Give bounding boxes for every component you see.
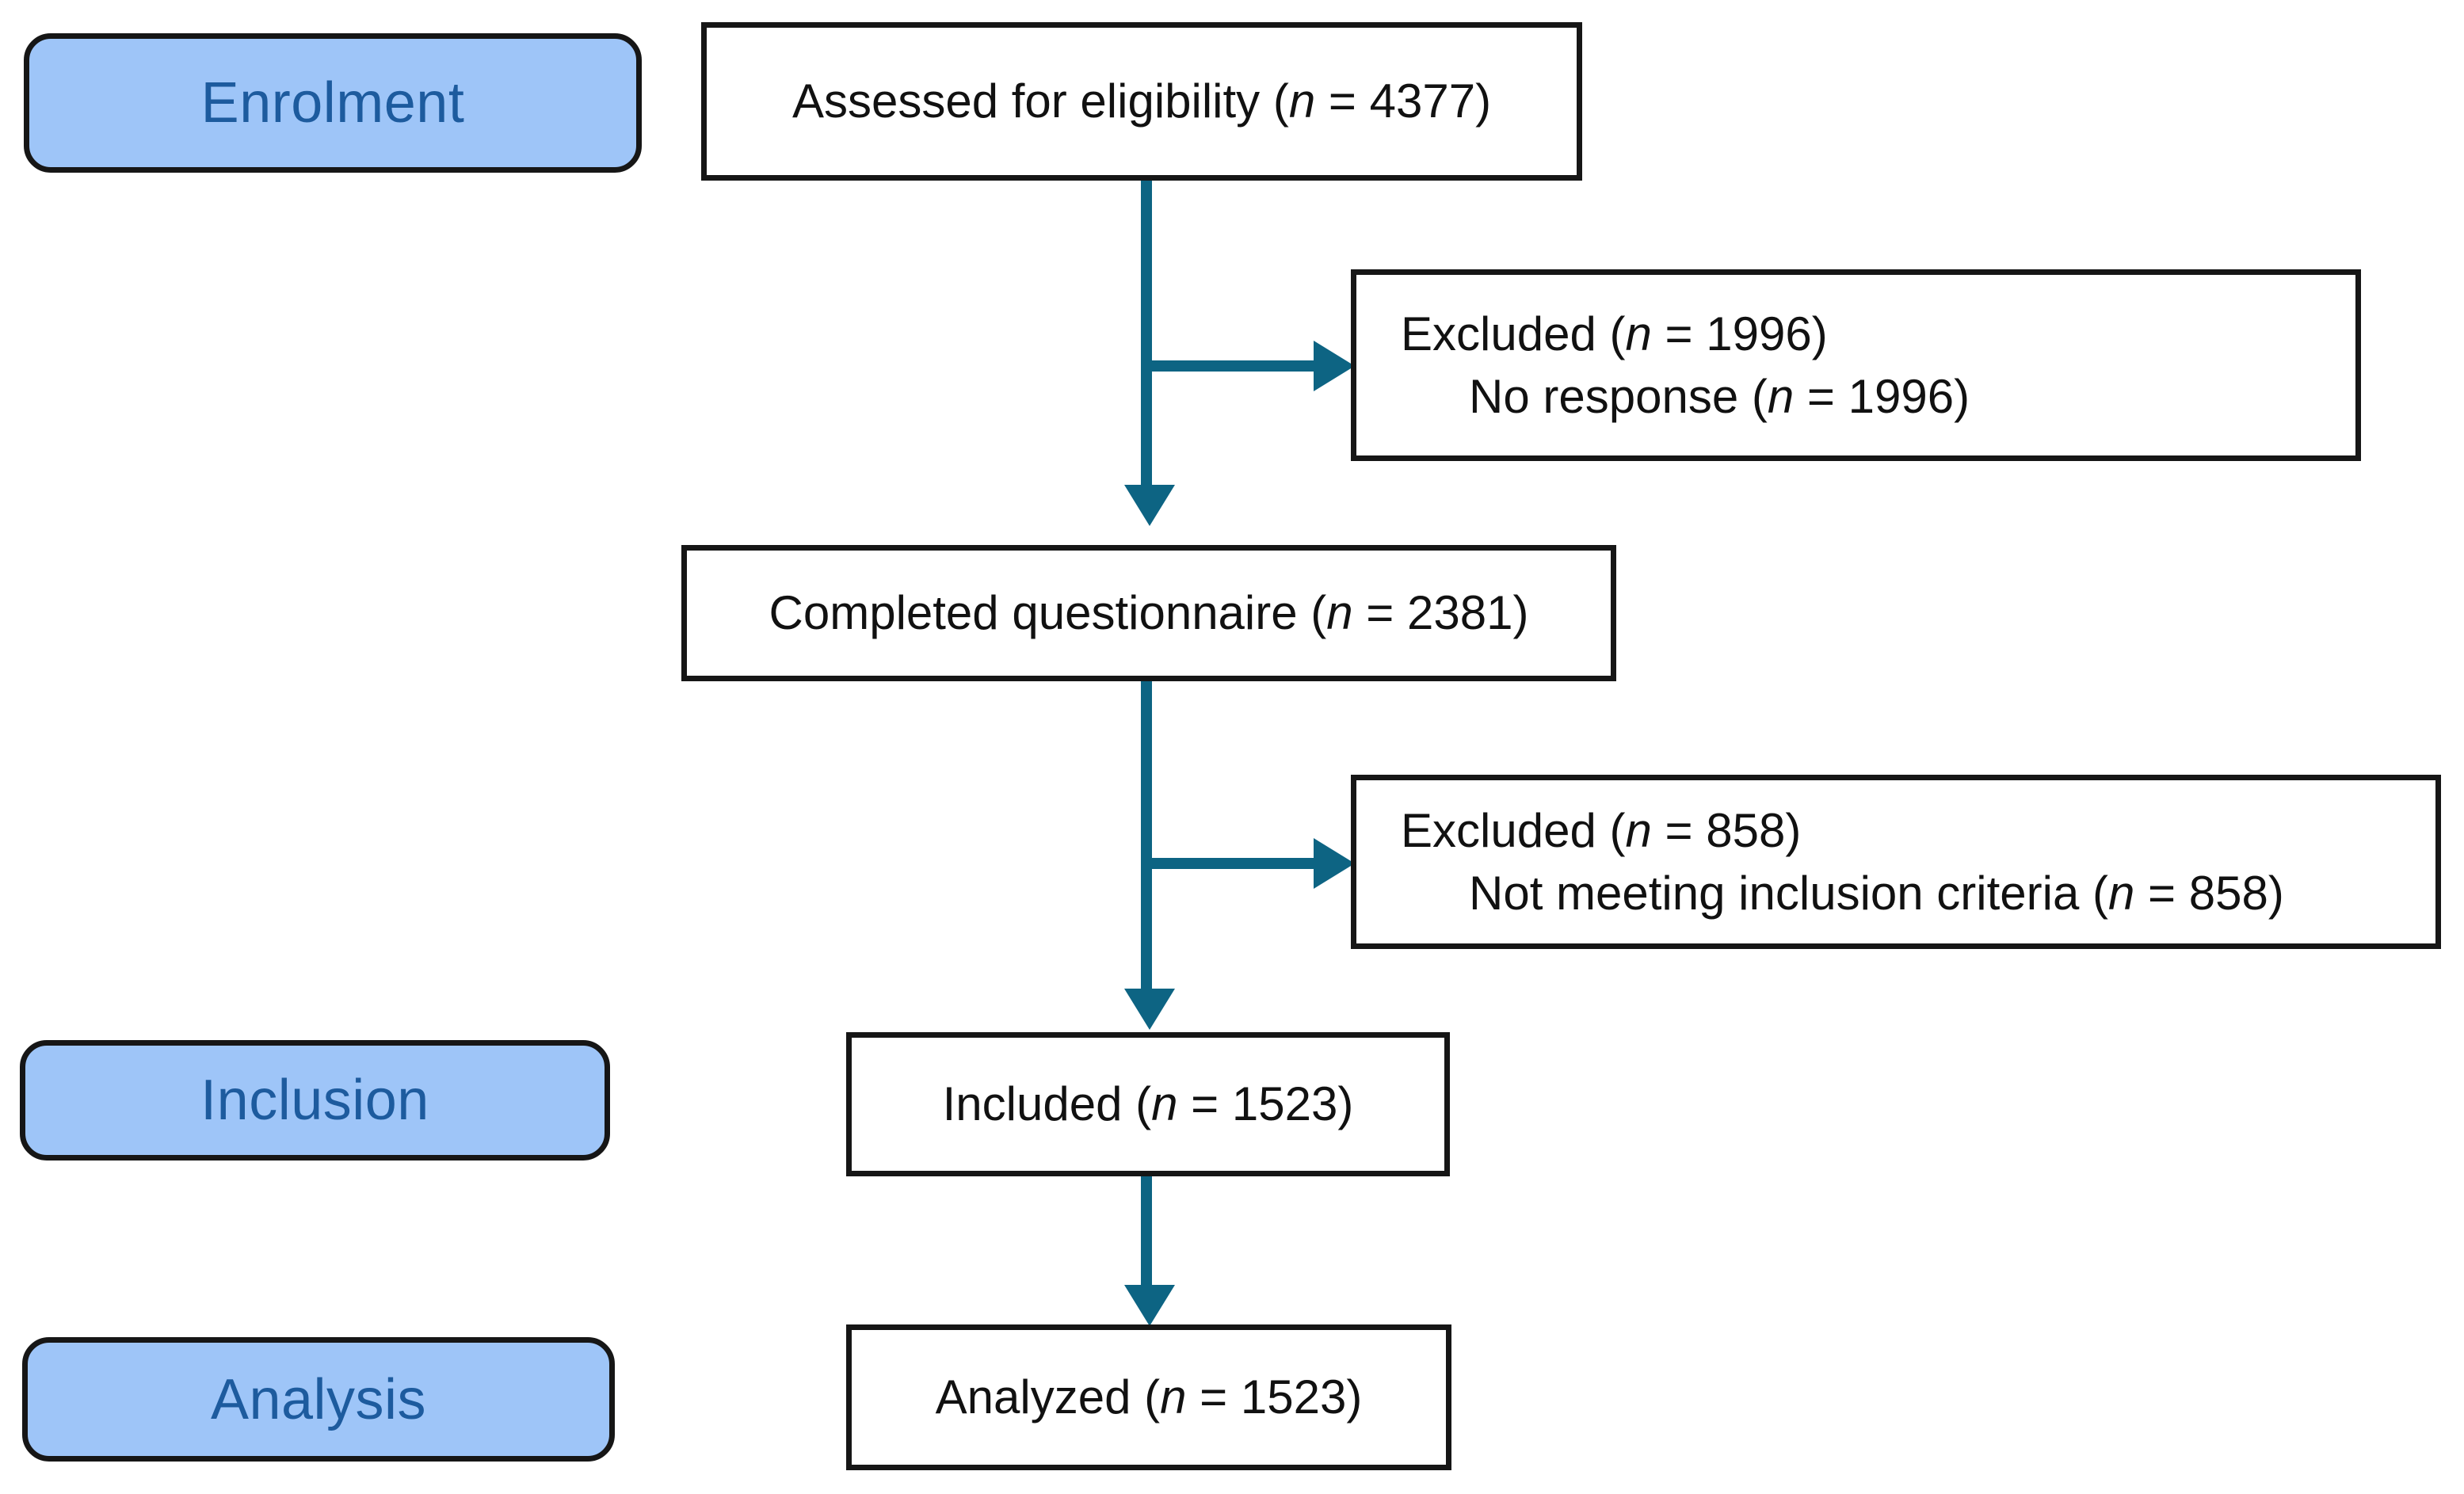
node-included-line-1: Included (n = 1523) (942, 1077, 1354, 1131)
node-included: Included (n = 1523) (846, 1032, 1450, 1176)
node-analyzed: Analyzed (n = 1523) (846, 1324, 1451, 1470)
arrowhead-right-to-excluded-2 (1314, 838, 1355, 889)
node-excluded-2-line-1: Excluded (n = 858) (1401, 803, 1802, 857)
node-completed-line-1: Completed questionnaire (n = 2381) (769, 586, 1529, 640)
italic-n: n (1160, 1370, 1187, 1424)
connector-completed-to-included (1141, 681, 1152, 990)
node-excluded-2: Excluded (n = 858) Not meeting inclusion… (1351, 775, 2441, 949)
italic-n: n (1326, 586, 1353, 640)
node-excluded-2-line-2: Not meeting inclusion criteria (n = 858) (1469, 867, 2284, 920)
italic-n: n (1625, 307, 1652, 360)
italic-n: n (1288, 74, 1316, 128)
phase-label-analysis: Analysis (210, 1367, 427, 1431)
node-excluded-1-line-1: Excluded (n = 1996) (1401, 307, 1828, 360)
italic-n: n (1151, 1077, 1178, 1131)
node-excluded-1: Excluded (n = 1996) No response (n = 199… (1351, 269, 2361, 461)
italic-n: n (1625, 803, 1652, 857)
italic-n: n (1767, 370, 1795, 423)
connector-to-excluded-1 (1141, 360, 1326, 372)
node-assessed-line-1: Assessed for eligibility (n = 4377) (791, 74, 1492, 128)
arrowhead-down-to-included (1124, 989, 1175, 1030)
phase-label-inclusion: Inclusion (200, 1069, 429, 1132)
connector-to-excluded-2 (1141, 858, 1326, 869)
phase-box-enrolment: Enrolment (24, 33, 642, 173)
node-analyzed-line-1: Analyzed (n = 1523) (935, 1370, 1363, 1424)
arrowhead-down-to-completed (1124, 485, 1175, 526)
phase-label-enrolment: Enrolment (200, 71, 465, 135)
connector-included-to-analyzed (1141, 1176, 1152, 1287)
arrowhead-right-to-excluded-1 (1314, 341, 1355, 391)
arrowhead-down-to-analyzed (1124, 1285, 1175, 1326)
connector-assessed-to-completed (1141, 181, 1152, 488)
phase-box-inclusion: Inclusion (20, 1040, 610, 1161)
italic-n: n (2107, 867, 2135, 920)
phase-box-analysis: Analysis (22, 1337, 615, 1462)
node-completed-questionnaire: Completed questionnaire (n = 2381) (681, 545, 1616, 681)
node-excluded-1-line-2: No response (n = 1996) (1469, 370, 1970, 423)
node-assessed-for-eligibility: Assessed for eligibility (n = 4377) (701, 22, 1582, 181)
